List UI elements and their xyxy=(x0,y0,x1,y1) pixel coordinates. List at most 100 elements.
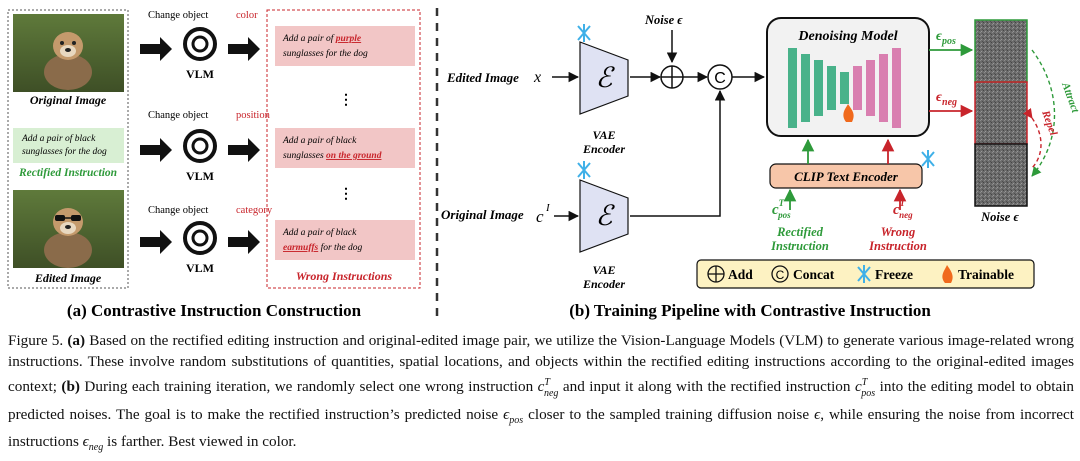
fire-icon xyxy=(843,104,854,122)
row3-change-prefix: Change object xyxy=(148,205,208,216)
vlm-label-2: VLM xyxy=(186,169,214,183)
wrong-instructions-label: Wrong Instructions xyxy=(296,269,392,283)
caption-a-text: Based on the rectified editing instructi… xyxy=(8,332,1075,396)
legend-add: Add xyxy=(728,267,753,282)
wrong-2-line1: Add a pair of black xyxy=(282,135,357,146)
rectified-instruction-label-1: Rectified xyxy=(776,225,824,239)
repel-label: Repel xyxy=(1039,108,1060,138)
edited-image-input-label: Edited Image xyxy=(446,70,519,85)
panel-a-title: (a) Contrastive Instruction Construction xyxy=(67,301,362,320)
wrong-instruction-label-2: Instruction xyxy=(868,239,927,253)
vae-label-bottom-2: Encoder xyxy=(582,277,625,291)
wrong-1-line1: Add a pair of purple xyxy=(282,33,362,44)
vlm-label-3: VLM xyxy=(186,261,214,275)
caption-eps-pos: ϵpos xyxy=(503,405,524,426)
caption-b-text-6: is farther. Best viewed in color. xyxy=(103,432,297,450)
wrong-1-line2: sunglasses for the dog xyxy=(283,48,368,59)
original-image-label: Original Image xyxy=(30,93,107,107)
legend-concat: Concat xyxy=(793,267,835,282)
caption-fig: Figure 5. xyxy=(8,332,64,349)
caption-c-neg: cTneg xyxy=(537,377,559,399)
wrong-box-3 xyxy=(275,220,415,260)
clip-text-encoder xyxy=(769,163,923,189)
vae-label-bottom-1: VAE xyxy=(592,263,615,277)
original-sup: I xyxy=(545,202,551,214)
wrong-3-line2: earmuffs for the dog xyxy=(283,242,363,253)
vae-label-top-1: VAE xyxy=(592,128,615,142)
row3-change-keyword: category xyxy=(236,205,273,216)
eps-pos-label: ϵpos xyxy=(936,29,956,47)
attract-label: Attract xyxy=(1059,80,1080,115)
figure-canvas: Original Image Add a pair of black sungl… xyxy=(7,8,1080,322)
rectified-box xyxy=(13,128,124,163)
eps-neg-label: ϵneg xyxy=(936,90,957,108)
noise-neg xyxy=(974,81,1028,145)
vlm-row-3 xyxy=(140,221,260,255)
rectified-instruction-label-2: Instruction xyxy=(770,239,829,253)
noise-input-label: Noise ϵ xyxy=(644,13,683,27)
caption-eps: ϵ xyxy=(814,405,821,423)
caption-eps-neg: ϵneg xyxy=(82,432,104,453)
original-image xyxy=(13,14,124,92)
caption-b-text-1: During each training iteration, we rando… xyxy=(79,378,538,396)
wrong-instructions-frame xyxy=(266,9,421,289)
row2-change-prefix: Change object xyxy=(148,110,208,121)
add-icon xyxy=(707,265,725,283)
encoder-symbol-top: ℰ xyxy=(596,63,616,94)
wrong-instruction-label-1: Wrong xyxy=(881,225,916,239)
svg-text:C: C xyxy=(714,70,726,87)
vlm-row-2 xyxy=(140,129,260,163)
caption-a-tag: (a) xyxy=(67,332,86,349)
openai-icon xyxy=(183,129,217,163)
freeze-icon xyxy=(577,161,591,179)
denoising-model-title: Denoising Model xyxy=(797,29,897,44)
original-image-input-label: Original Image xyxy=(441,207,524,222)
left-images-frame xyxy=(7,9,129,289)
wrong-3-line1: Add a pair of black xyxy=(282,227,357,238)
vae-label-top-2: Encoder xyxy=(582,142,625,156)
caption-b-text-2: and input it along with the rectified in… xyxy=(558,378,855,396)
unet-bars xyxy=(788,48,901,128)
openai-icon xyxy=(183,221,217,255)
concat-icon: C xyxy=(771,265,789,283)
caption-b-tag: (b) xyxy=(61,378,80,396)
vlm-row-1 xyxy=(140,27,260,61)
row1-change-keyword: color xyxy=(236,10,258,21)
rectified-text-line1: Add a pair of black xyxy=(21,133,96,144)
rectified-label: Rectified Instruction xyxy=(18,167,117,179)
ellipsis-1: ⋮ xyxy=(339,93,353,108)
wrong-box-2 xyxy=(275,128,415,168)
rectified-text-line2: sunglasses for the dog xyxy=(22,146,107,157)
figure-caption: Figure 5. (a) Based on the rectified edi… xyxy=(8,330,1074,458)
caption-b-text-4: closer to the sampled training diffusion… xyxy=(523,405,815,423)
ellipsis-2: ⋮ xyxy=(339,187,353,202)
wrong-2-line2: sunglasses on the ground xyxy=(283,151,382,161)
freeze-icon xyxy=(577,24,591,42)
edited-image xyxy=(13,190,124,268)
openai-icon xyxy=(183,27,217,61)
figure-5: Original Image Add a pair of black sungl… xyxy=(7,8,1080,322)
noise-pos xyxy=(974,19,1028,83)
fire-icon xyxy=(942,265,953,283)
edited-var: x xyxy=(533,69,541,86)
clip-label: CLIP Text Encoder xyxy=(794,169,899,184)
panel-b-title: (b) Training Pipeline with Contrastive I… xyxy=(569,301,931,320)
add-operator xyxy=(660,65,684,89)
vlm-label-1: VLM xyxy=(186,67,214,81)
vae-encoder-top xyxy=(579,41,629,115)
attract-arrow xyxy=(1031,49,1056,177)
legend-freeze: Freeze xyxy=(875,267,913,282)
row1-change-prefix: Change object xyxy=(148,10,208,21)
repel-arrow xyxy=(1022,107,1042,169)
vae-encoder-bottom xyxy=(579,179,629,253)
caption-b-text-5: , while ensuring the noise from incorrec… xyxy=(8,405,1074,450)
encoder-symbol-bottom: ℰ xyxy=(596,201,616,232)
edited-image-label: Edited Image xyxy=(34,271,102,285)
noise-output-label: Noise ϵ xyxy=(980,210,1019,224)
wrong-box-1 xyxy=(275,26,415,66)
caption-c-pos: cTpos xyxy=(854,377,876,399)
row2-change-keyword: position xyxy=(236,110,271,121)
svg-text:C: C xyxy=(776,268,785,282)
